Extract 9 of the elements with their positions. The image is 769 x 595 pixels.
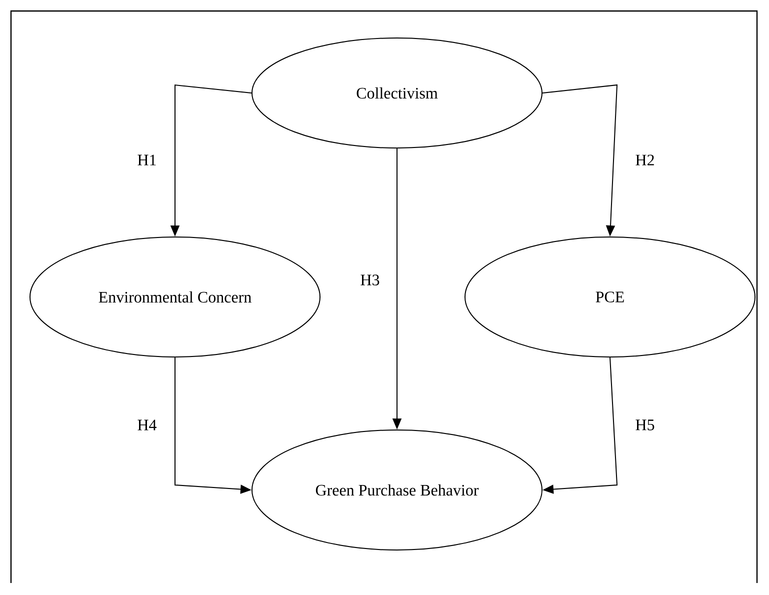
ellipse-node: Collectivism [252,38,542,148]
edge-label: H3 [359,274,381,286]
ellipse-node: PCE [464,236,756,358]
edge-label: H2 [634,154,656,166]
edge-label: H4 [136,418,158,432]
ellipse-node: Environmental Concern [30,236,320,358]
ellipse-node: Green Purchase Behavior [252,430,542,550]
edge-label: H1 [136,154,158,166]
edge-label: H5 [634,418,656,432]
